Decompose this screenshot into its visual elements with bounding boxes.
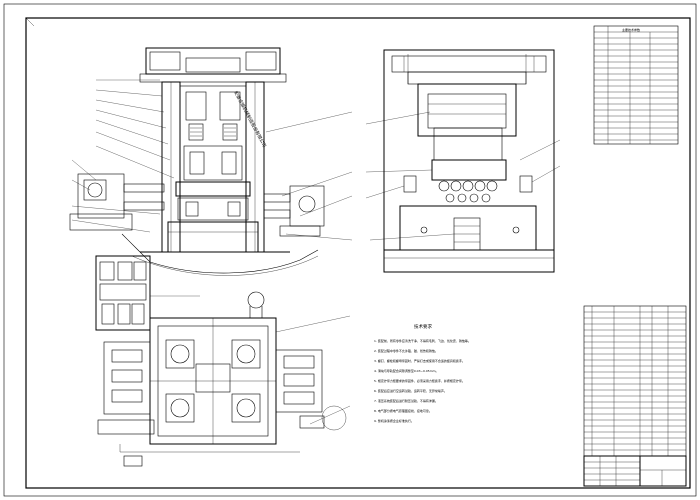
technical-requirements: 技术要求 1. 装配前，所有零件应清洗干净，不得有毛刺、飞边、氧化皮、锈蚀等。 … (374, 323, 471, 423)
front-view-leaders-left (71, 79, 175, 233)
tech-note-8: 8. 电气部分按电气原理图接线，接地可靠。 (374, 408, 432, 413)
tech-note-4: 4. 滑块与导轨配合间隙调整至0.03~0.05mm。 (374, 368, 439, 373)
detail-view (95, 255, 200, 331)
tech-note-5: 5. 规定拧紧力矩要求的紧固件，必须采用力矩扳手，并按规定拧紧。 (374, 378, 465, 383)
inner-frame (25, 17, 691, 489)
tech-title: 技术要求 (414, 323, 432, 330)
plan-view (97, 291, 351, 467)
tech-note-7: 7. 液压系统装配后进行耐压试验，不得有渗漏。 (374, 398, 438, 403)
tech-note-3: 3. 螺钉、螺栓和螺母紧固时，严禁打击或使用不合适的旋具和扳手。 (374, 358, 465, 363)
tech-note-6: 6. 装配后应进行空运转试验，运转平稳，无异常噪声。 (374, 388, 447, 393)
parts-list (583, 305, 687, 457)
corner-mark (25, 17, 35, 27)
front-view-leaders-right (265, 111, 353, 241)
title-block (583, 455, 687, 487)
outer-frame (3, 3, 697, 497)
side-view (365, 49, 561, 273)
tech-note-2: 2. 装配过程中零件不允许磕、碰、划伤和锈蚀。 (374, 348, 438, 353)
side-view-rollers (438, 180, 498, 203)
spec-table: 主要技术参数 (593, 25, 679, 145)
tech-note-1: 1. 装配前，所有零件应清洗干净，不得有毛刺、飞边、氧化皮、锈蚀等。 (374, 338, 471, 343)
tech-note-9: 9. 整机涂漆按企业标准执行。 (374, 418, 414, 423)
spec-table-title: 主要技术参数 (622, 27, 640, 32)
